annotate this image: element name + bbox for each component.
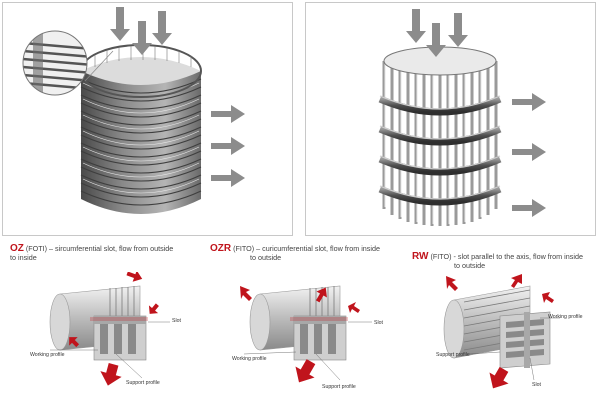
caption-rw: RW (FITO) - slot parallel to the axis, f… — [412, 251, 598, 271]
rw-detail-diagram — [443, 274, 560, 389]
panel-oz-screen — [2, 2, 293, 236]
cylinder-body — [81, 71, 201, 214]
variant-desc: – curicumferential slot, flow from insid… — [254, 244, 380, 253]
variant-desc2: to outside — [250, 253, 282, 262]
variant-sub: (FITO) — [233, 244, 255, 253]
flow-arrow-icon — [110, 7, 172, 55]
caption-ozr: OZR (FITO) – curicumferential slot, flow… — [210, 243, 400, 263]
label-slot: Slot — [374, 320, 383, 326]
wire-rings — [80, 78, 202, 206]
variant-code: OZ — [10, 243, 24, 254]
rw-screen-illustration — [378, 9, 546, 226]
variant-desc: – sircumferential slot, flow from outsid… — [47, 244, 174, 253]
label-working-profile: Working profile — [30, 352, 65, 358]
variant-desc2: to inside — [10, 253, 37, 262]
label-support-profile: Support profile — [436, 352, 470, 358]
variant-sub: (FOTI) — [25, 244, 48, 253]
label-support-profile: Support profile — [126, 380, 160, 386]
support-rings — [378, 95, 502, 206]
variant-desc2: to outside — [454, 261, 486, 270]
label-slot: Slot — [172, 318, 181, 324]
panel-rw-screen — [305, 2, 596, 236]
ozr-detail-diagram — [240, 285, 372, 383]
caption-oz: OZ (FOTI) – sircumferential slot, flow f… — [10, 243, 200, 263]
oz-screen-illustration — [22, 7, 245, 214]
oz-detail-diagram — [49, 272, 170, 386]
variant-code: OZR — [210, 243, 232, 254]
variant-code: RW — [412, 251, 429, 262]
variant-desc: - slot parallel to the axis, flow from i… — [451, 252, 583, 261]
label-working-profile: Working profile — [232, 356, 267, 362]
label-working-profile: Working profile — [548, 314, 583, 320]
variant-sub: (FITO) — [430, 252, 452, 261]
zoom-circle-icon — [23, 31, 87, 95]
label-support-profile: Support profile — [322, 384, 356, 390]
label-slot: Slot — [532, 382, 541, 388]
